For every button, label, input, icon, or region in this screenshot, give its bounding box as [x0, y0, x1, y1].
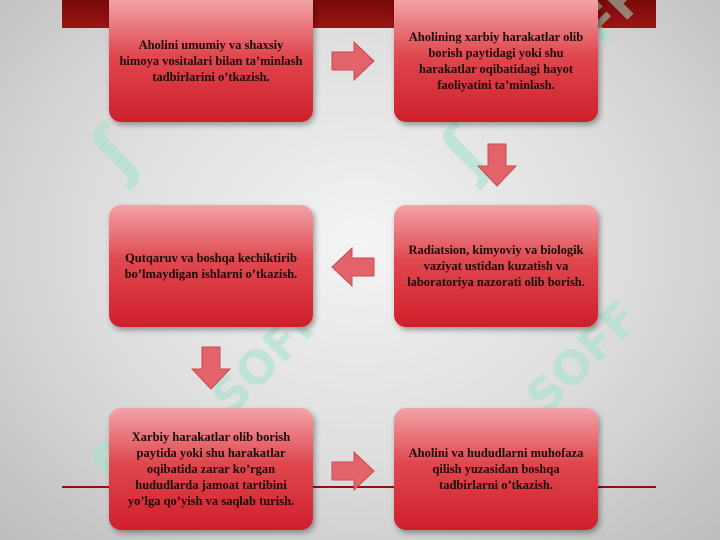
- arrow-left-icon: [331, 246, 375, 288]
- step-box-1: Aholini umumiy va shaxsiy himoya vosital…: [109, 0, 313, 122]
- arrow-right-icon: [331, 450, 375, 492]
- arrow-right-icon: [331, 40, 375, 82]
- step-text-3: Qutqaruv va boshqa kechiktirib bo’lmaydi…: [124, 251, 298, 281]
- bottom-divider-line: [62, 486, 656, 488]
- step-box-5: Xarbiy harakatlar olib borish paytida yo…: [109, 408, 313, 530]
- step-text-2: Aholining xarbiy harakatlar olib borish …: [408, 30, 584, 92]
- step-text-1: Aholini umumiy va shaxsiy himoya vosital…: [119, 38, 303, 84]
- arrow-down-icon: [476, 143, 518, 187]
- step-text-6: Aholini va hududlarni muhofaza qilish yu…: [408, 446, 584, 492]
- watermark-logo: ʃ: [75, 111, 154, 191]
- step-box-3: Qutqaruv va boshqa kechiktirib bo’lmaydi…: [109, 205, 313, 327]
- step-box-4: Radiatsion, kimyoviy va biologik vaziyat…: [394, 205, 598, 327]
- step-text-4: Radiatsion, kimyoviy va biologik vaziyat…: [407, 243, 585, 289]
- step-box-6: Aholini va hududlarni muhofaza qilish yu…: [394, 408, 598, 530]
- step-box-2: Aholining xarbiy harakatlar olib borish …: [394, 0, 598, 122]
- arrow-down-icon: [190, 346, 232, 390]
- step-text-5: Xarbiy harakatlar olib borish paytida yo…: [127, 430, 295, 508]
